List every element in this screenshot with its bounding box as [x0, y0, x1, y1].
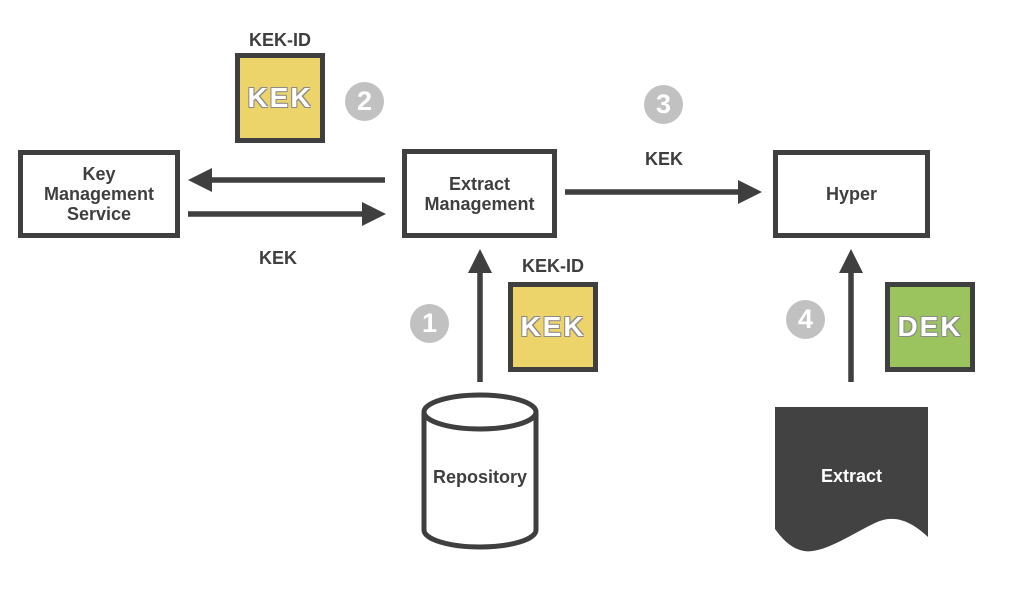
- kek-edge-label-kms-em: KEK: [258, 248, 297, 268]
- em-label-line1: Extract: [448, 173, 511, 194]
- extract-management-node: Extract Management: [402, 149, 557, 238]
- kek-key-tile-top: KEK: [235, 53, 325, 143]
- kms-label-line1: Key: [82, 164, 116, 184]
- repository-label: Repository: [432, 467, 528, 487]
- extract-document-icon: [775, 407, 928, 552]
- arrow-extract-to-hyper: [839, 249, 863, 382]
- kek-key-tile-middle-label: KEK: [520, 311, 586, 342]
- hyper-label: Hyper: [825, 184, 878, 204]
- hyper-node: Hyper: [773, 150, 930, 238]
- kms-label-line3: Service: [66, 204, 132, 224]
- arrow-kms-to-em: [188, 202, 386, 226]
- arrow-em-to-hyper: [565, 180, 762, 204]
- kms-node: Key Management Service: [18, 150, 180, 238]
- kms-label-line2: Management: [43, 184, 155, 204]
- kek-key-tile-middle: KEK: [508, 282, 598, 372]
- em-label-line2: Management: [424, 193, 535, 214]
- kek-edge-label-em-hyper: KEK: [644, 149, 683, 169]
- extract-file-label: Extract: [820, 466, 883, 486]
- step-badge-3: 3: [644, 85, 683, 124]
- step-badge-4: 4: [786, 300, 825, 339]
- repository-cylinder-icon: [421, 392, 539, 550]
- step-badge-1: 1: [410, 304, 449, 343]
- arrow-repository-to-em: [468, 249, 492, 382]
- step-badge-2: 2: [345, 82, 384, 121]
- kek-key-tile-top-label: KEK: [247, 82, 313, 113]
- dek-key-tile-label: DEK: [897, 311, 963, 342]
- kek-id-caption-top: KEK-ID: [249, 30, 311, 50]
- kek-id-caption-middle: KEK-ID: [522, 256, 584, 276]
- arrow-em-to-kms: [188, 168, 385, 192]
- dek-key-tile: DEK: [885, 282, 975, 372]
